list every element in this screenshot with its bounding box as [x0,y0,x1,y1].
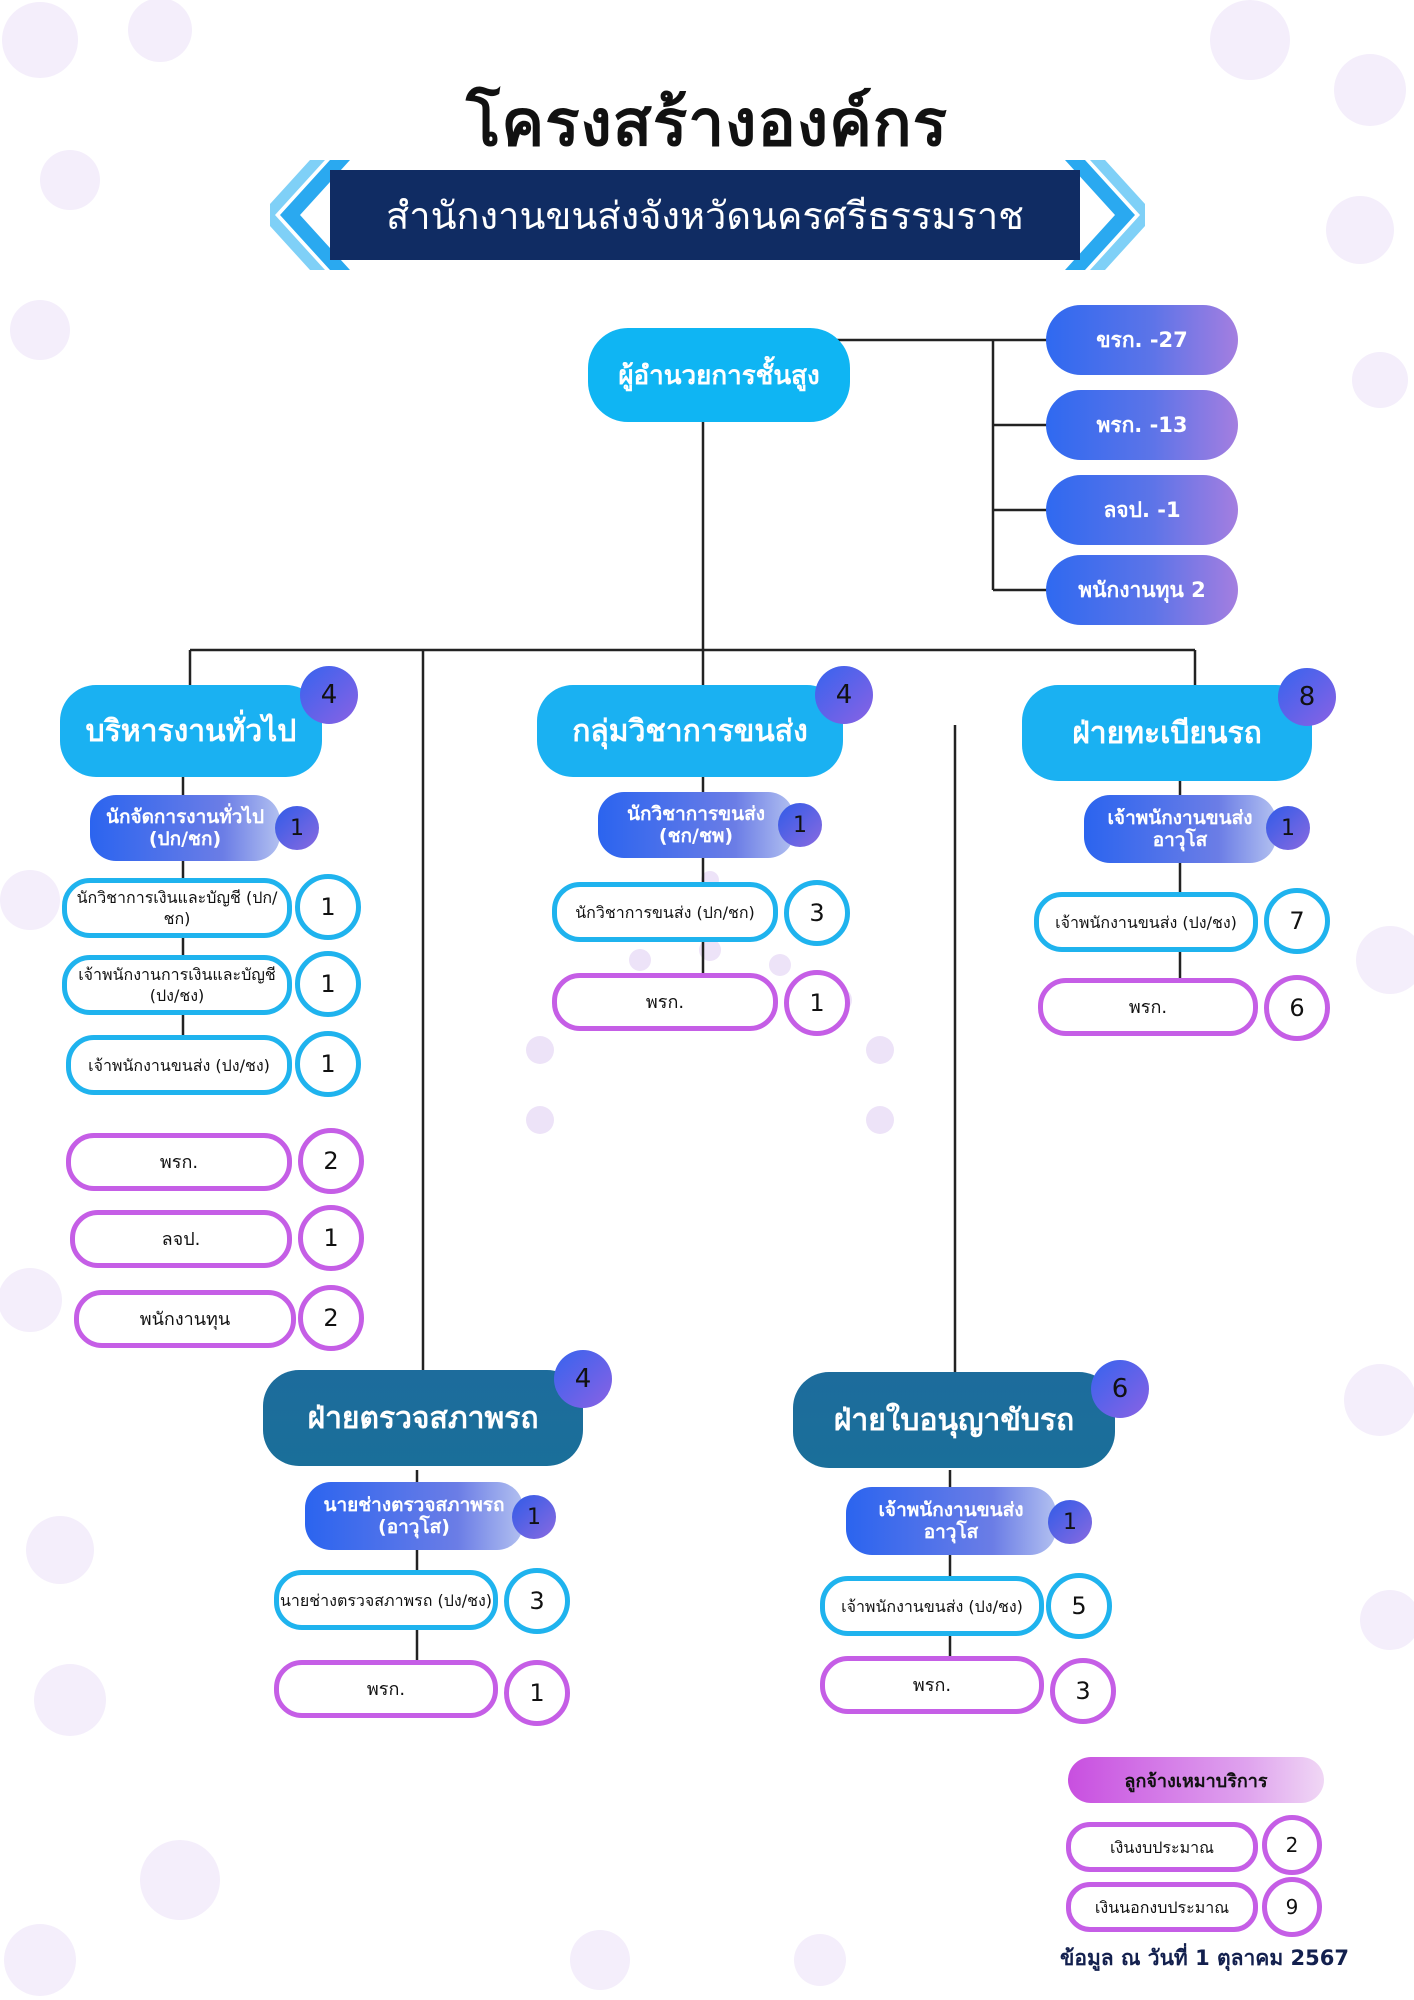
banner-left-chevron-icon [270,160,350,270]
general-admin-item-6: พนักงานทุน [74,1290,296,1348]
organization-name-banner: สำนักงานขนส่งจังหวัดนครศรีธรรมราช [330,170,1080,260]
general-admin-item-2-count: 1 [295,951,361,1017]
division-driving-license: ฝ่ายใบอนุญาขับรถ [793,1372,1115,1468]
general-admin-item-2: เจ้าพนักงานการเงินและบัญชี (ปง/ชง) [62,955,292,1015]
division-driving-license-count: 6 [1091,1360,1149,1418]
vehicle-registration-lead-count: 1 [1266,806,1310,850]
division-general-admin-count: 4 [300,666,358,724]
staff-summary-permanent-workers: ลจป. -1 [1046,475,1238,545]
division-vehicle-registration: ฝ่ายทะเบียนรถ [1022,685,1312,781]
academic-transport-item-1: นักวิชาการขนส่ง (ปก/ชก) [552,882,778,942]
legend-off-budget-item: เงินนอกงบประมาณ [1066,1882,1258,1932]
legend-off-budget-count: 9 [1262,1877,1322,1937]
vehicle-inspection-item-1-count: 3 [504,1568,570,1634]
vehicle-registration-item-1-count: 7 [1264,888,1330,954]
general-admin-lead: นักจัดการงานทั่วไป (ปก/ชก) [90,795,280,861]
legend-budget-item: เงินงบประมาณ [1066,1822,1258,1872]
driving-license-lead: เจ้าพนักงานขนส่ง อาวุโส [846,1487,1056,1555]
driving-license-item-2: พรก. [820,1656,1044,1714]
vehicle-inspection-item-2: พรก. [274,1660,498,1718]
staff-summary-civil-servants: ขรก. -27 [1046,305,1238,375]
academic-transport-item-2-count: 1 [784,970,850,1036]
driving-license-item-1-count: 5 [1046,1573,1112,1639]
general-admin-item-3: เจ้าพนักงานขนส่ง (ปง/ชง) [66,1035,292,1095]
vehicle-inspection-lead: นายช่างตรวจสภาพรถ (อาวุโส) [305,1482,523,1550]
vehicle-registration-item-2: พรก. [1038,978,1258,1036]
general-admin-item-6-count: 2 [298,1285,364,1351]
general-admin-item-4: พรก. [66,1133,292,1191]
contract-staff-legend-title: ลูกจ้างเหมาบริการ [1068,1757,1324,1803]
general-admin-lead-count: 1 [275,806,319,850]
division-academic-transport-count: 4 [815,666,873,724]
vehicle-inspection-item-2-count: 1 [504,1660,570,1726]
legend-budget-count: 2 [1262,1815,1322,1875]
director-node: ผู้อำนวยการชั้นสูง [588,328,850,422]
general-admin-item-3-count: 1 [295,1031,361,1097]
division-vehicle-inspection: ฝ่ายตรวจสภาพรถ [263,1370,583,1466]
division-vehicle-registration-count: 8 [1278,668,1336,726]
staff-summary-fund-employees: พนักงานทุน 2 [1046,555,1238,625]
general-admin-item-4-count: 2 [298,1128,364,1194]
driving-license-item-2-count: 3 [1050,1658,1116,1724]
banner-right-chevron-icon [1065,160,1145,270]
division-vehicle-inspection-count: 4 [554,1350,612,1408]
vehicle-inspection-lead-count: 1 [512,1495,556,1539]
general-admin-item-5-count: 1 [298,1205,364,1271]
staff-summary-government-employees: พรก. -13 [1046,390,1238,460]
vehicle-registration-lead: เจ้าพนักงานขนส่ง อาวุโส [1084,795,1276,863]
academic-transport-lead-count: 1 [778,803,822,847]
division-general-admin: บริหารงานทั่วไป [60,685,322,777]
vehicle-inspection-item-1: นายช่างตรวจสภาพรถ (ปง/ชง) [274,1570,498,1630]
general-admin-item-5: ลจป. [70,1210,292,1268]
general-admin-item-1-count: 1 [295,874,361,940]
academic-transport-item-2: พรก. [552,973,778,1031]
driving-license-lead-count: 1 [1048,1500,1092,1544]
data-as-of-date: ข้อมูล ณ วันที่ 1 ตุลาคม 2567 [1060,1946,1349,1970]
academic-transport-item-1-count: 3 [784,880,850,946]
vehicle-registration-item-1: เจ้าพนักงานขนส่ง (ปง/ชง) [1034,892,1258,952]
general-admin-item-1: นักวิชาการเงินและบัญชี (ปก/ชก) [62,878,292,938]
page-title: โครงสร้างองค์กร [465,87,949,161]
academic-transport-lead: นักวิชาการขนส่ง (ชก/ชพ) [598,792,794,858]
division-academic-transport: กลุ่มวิชาการขนส่ง [537,685,843,777]
driving-license-item-1: เจ้าพนักงานขนส่ง (ปง/ชง) [820,1576,1044,1636]
vehicle-registration-item-2-count: 6 [1264,975,1330,1041]
